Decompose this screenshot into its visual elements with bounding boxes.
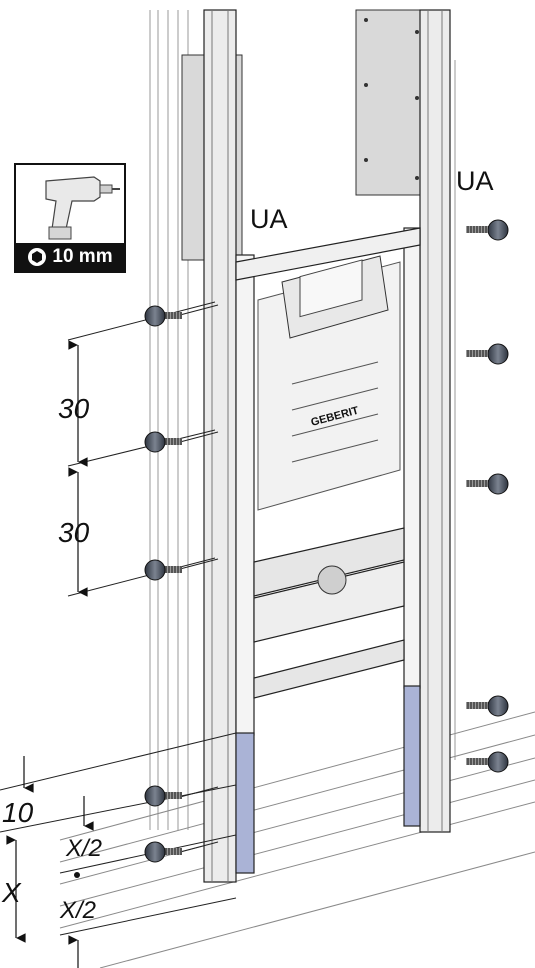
stud-left (203, 9, 237, 883)
screws-left (144, 305, 182, 863)
floor-lines (59, 711, 535, 968)
screw-icon (144, 841, 182, 863)
dim-x-half-bottom: X/2 (59, 897, 96, 924)
ua-label-right: UA (456, 166, 494, 196)
midpoint-dot (74, 872, 80, 878)
leader-lines (0, 301, 237, 936)
cistern (257, 255, 401, 511)
screw-icon (144, 559, 182, 581)
dim-x: X (1, 877, 22, 908)
screw-icon (466, 695, 509, 717)
screw-icon (466, 343, 509, 365)
screw-icon (466, 473, 509, 495)
screw-icon (466, 219, 509, 241)
tool-size-label: 10 mm (52, 246, 113, 267)
dim-30-bottom: 30 (58, 517, 90, 548)
back-panel-right (355, 9, 432, 196)
tool-callout: 10 mm (14, 163, 126, 273)
panel-holes (364, 18, 419, 180)
screw-icon (144, 431, 182, 453)
dim-30-top: 30 (58, 393, 90, 424)
frame (235, 227, 421, 874)
waste-outlet (317, 565, 347, 595)
screw-icon (466, 751, 509, 773)
dimension-arrows (6, 340, 94, 968)
screw-icon (144, 305, 182, 327)
dim-10: 10 (2, 797, 34, 828)
stud-right (419, 9, 451, 833)
screw-icon (144, 785, 182, 807)
tool-size-bar: 10 mm (16, 243, 124, 271)
hex-socket-icon (28, 248, 47, 266)
dim-x-half-top: X/2 (65, 835, 102, 862)
ua-label-left: UA (250, 204, 288, 234)
cordless-drill-icon (45, 176, 120, 240)
screws-right (466, 219, 509, 773)
